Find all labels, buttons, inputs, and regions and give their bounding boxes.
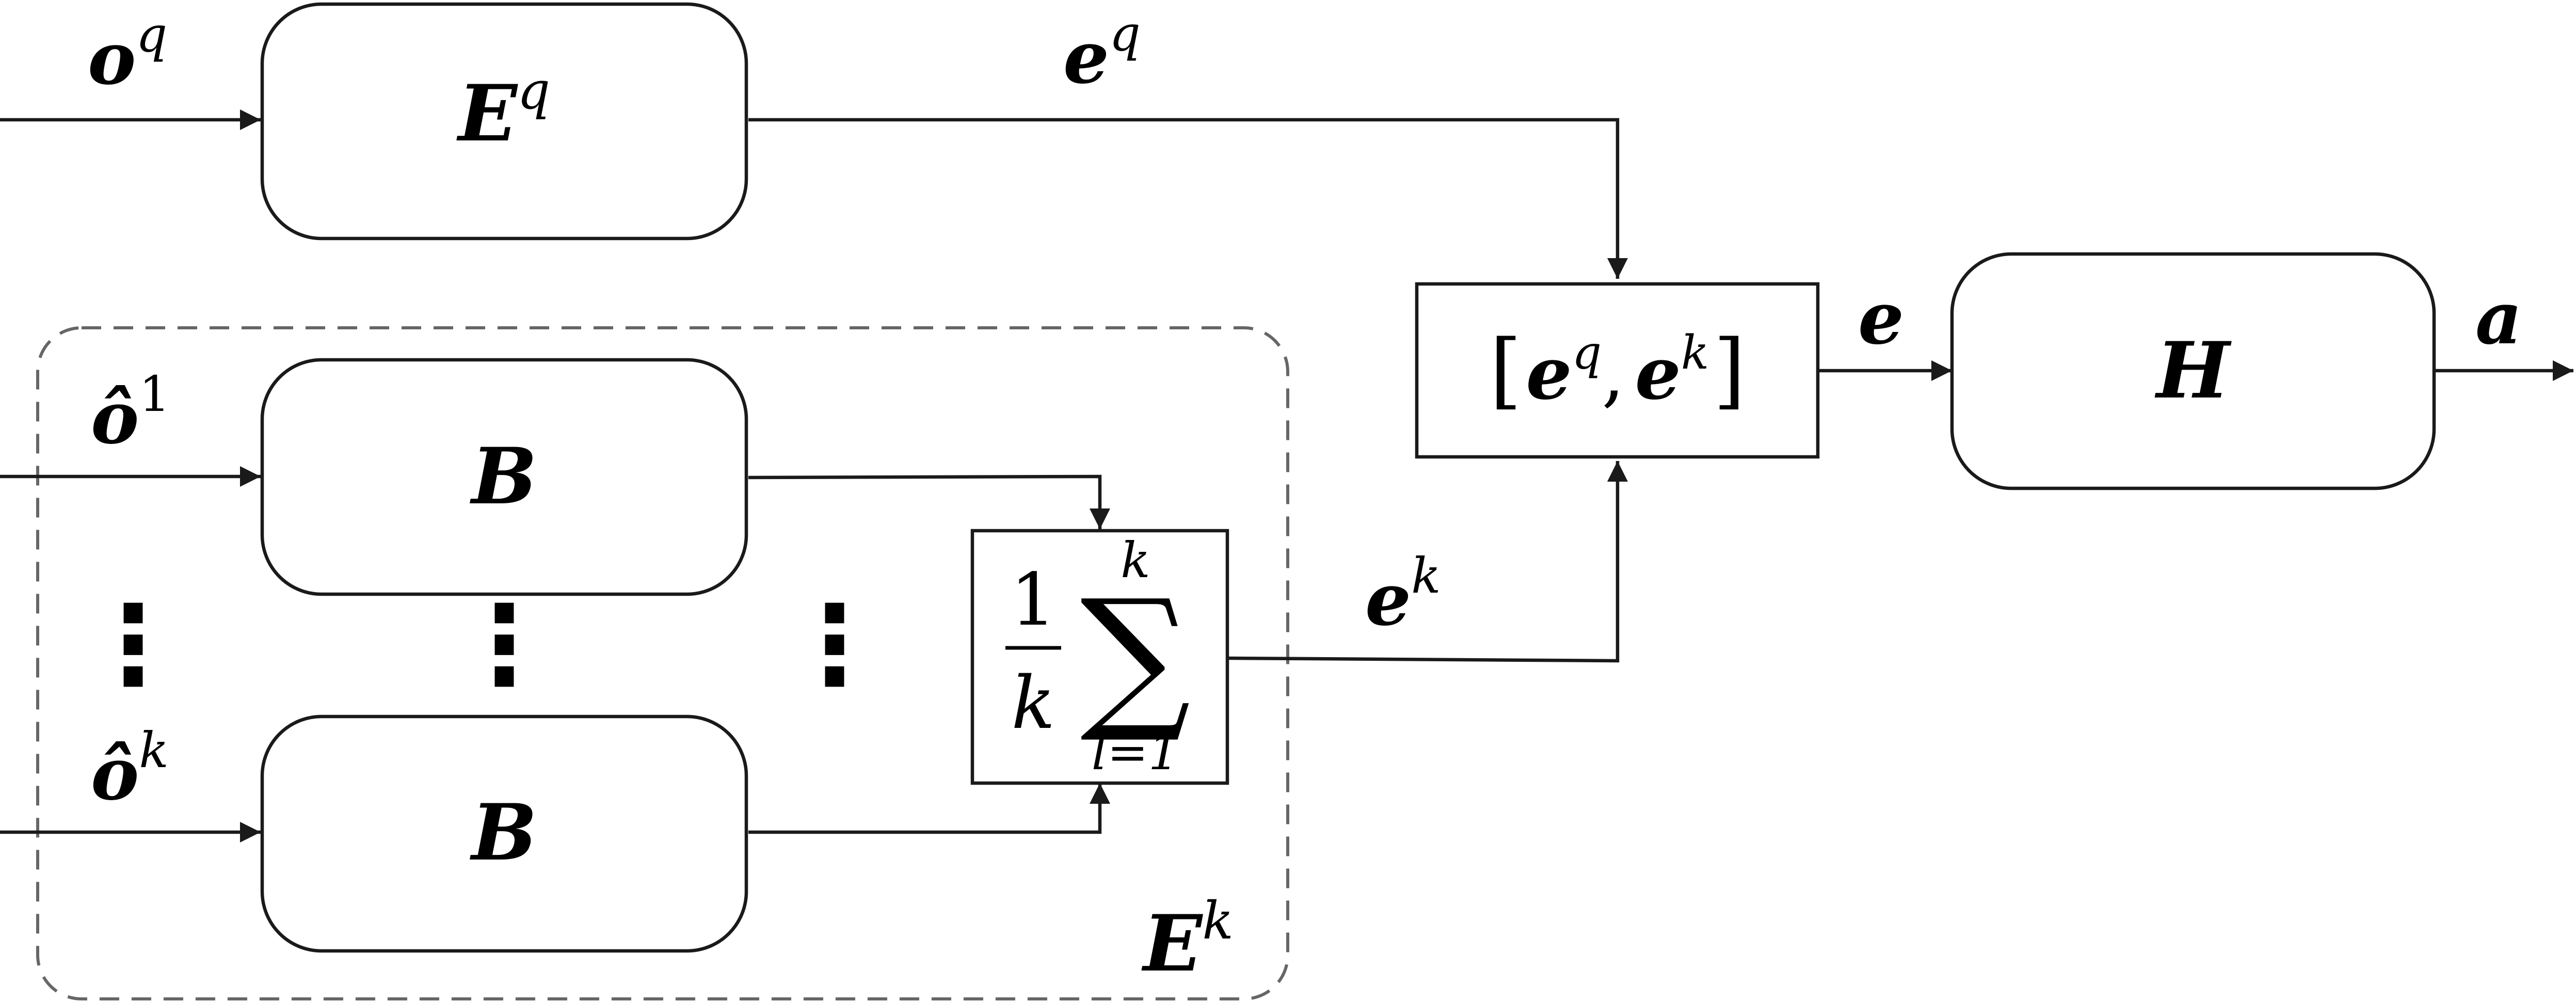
b-block-top: B (260, 358, 748, 596)
connections (0, 109, 2573, 842)
b-block-bottom: B (260, 714, 748, 953)
b-top-to-mean-arrow (748, 474, 1110, 529)
emb-label: e (1858, 276, 1904, 361)
concat-label: [eq,ek] (1490, 322, 1746, 418)
ellipsis-inputs: ⋮ (79, 582, 187, 708)
ek-arrow (1228, 461, 1628, 663)
head-label: H (2154, 325, 2232, 416)
b-top-label: B (470, 431, 537, 522)
mean-denominator: k (1012, 661, 1055, 745)
encoder-q-block: Eq (260, 2, 748, 241)
eq-arrow (748, 118, 1628, 279)
sigma-upper-limit: k (1121, 532, 1150, 589)
ek-group-boundary (36, 326, 1289, 1000)
emb-k-label: ek (1365, 548, 1441, 642)
b-bottom-to-mean-arrow (748, 783, 1110, 834)
encoder-q-label: Eq (456, 60, 550, 159)
head-block: H (1950, 252, 2436, 490)
output-label: a (2475, 276, 2522, 361)
input-q-label: oq (88, 7, 167, 101)
sigma-lower-limit: l=1 (1092, 724, 1179, 781)
input-1-label: ô1 (91, 366, 170, 460)
concat-block: [eq,ek] (1415, 282, 1820, 459)
ek-group-label: Ek (1141, 890, 1234, 989)
input-k-label: ôk (91, 722, 169, 817)
sigma-symbol: ∑ (1080, 566, 1191, 746)
b-bottom-label: B (470, 787, 537, 878)
ellipsis-wires: ⋮ (780, 582, 889, 708)
emb-q-label: eq (1063, 6, 1141, 100)
ellipsis-blocks: ⋮ (450, 582, 558, 708)
mean-numerator: 1 (1010, 558, 1056, 642)
mean-block: 1 k ∑ k l=1 (970, 529, 1229, 785)
